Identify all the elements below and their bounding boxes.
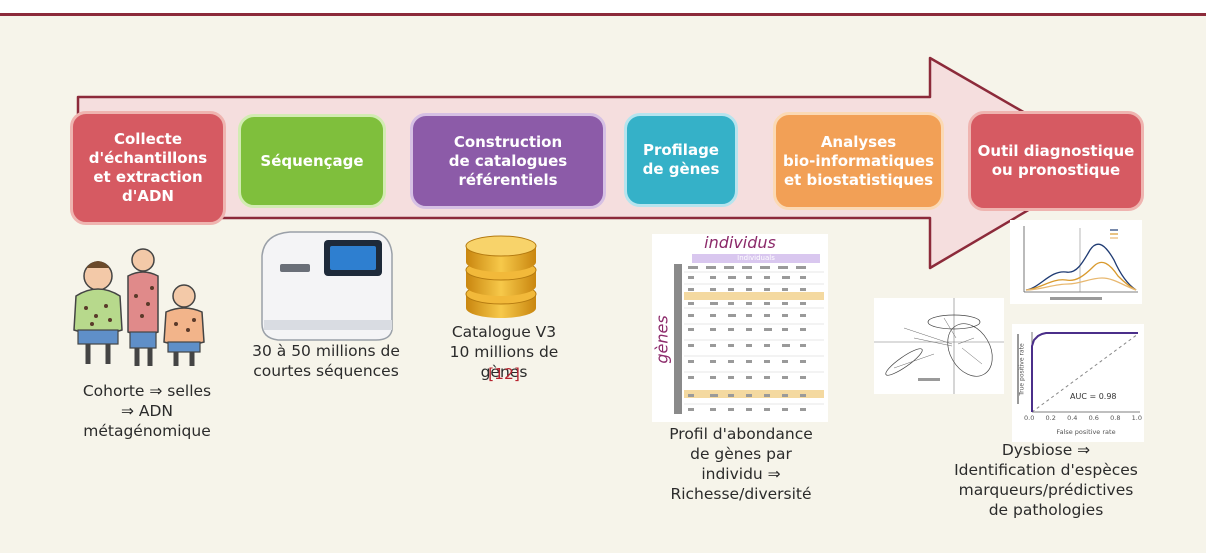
top-banner: [0, 0, 1206, 14]
roc-curve-axes: [1017, 332, 1140, 413]
roc-tick-1: 0.2: [1045, 414, 1056, 422]
roc-tick-0: 0.0: [1024, 414, 1035, 422]
roc-ylabel: True positive rate: [1018, 343, 1026, 396]
table-axis-label: gènes: [652, 315, 672, 364]
database-catalogue-icon: [465, 235, 537, 318]
roc-tick-5: 1.0: [1131, 414, 1142, 422]
step-catalogue: Construction de catalogues référentiels: [410, 113, 606, 209]
roc-tick-labels: 0.0 0.2 0.4 0.6 0.8 1.0: [1024, 414, 1142, 422]
abundance-table: individus Individuals gènes: [652, 234, 828, 422]
roc-auc-label: AUC = 0.98: [1070, 392, 1117, 401]
step-profiling-label: Profilage de gènes: [642, 141, 720, 178]
caption-sequencing: 30 à 50 millions de courtes séquences: [252, 342, 400, 380]
top-rule: [0, 13, 1206, 16]
sequencer-machine-illustration: [261, 231, 393, 341]
roc-tick-2: 0.4: [1067, 414, 1078, 422]
density-curves-plot: [1010, 220, 1142, 304]
caption-cohort: Cohorte ⇒ selles ⇒ ADN métagénomique: [82, 382, 212, 440]
step-analysis: Analyses bio-informatiques et biostatist…: [773, 112, 944, 210]
caption-dysbiosis: Dysbiose ⇒ Identification d'espèces marq…: [954, 441, 1138, 519]
table-side-band: [674, 264, 682, 414]
step-sequencing: Séquençage: [238, 114, 386, 208]
step-analysis-label: Analyses bio-informatiques et biostatist…: [782, 132, 935, 189]
table-grid: [684, 264, 824, 416]
step-collection-label: Collecte d'échantillons et extraction d'…: [88, 130, 208, 205]
table-title: individus: [704, 233, 776, 252]
roc-xlabel: False positive rate: [1056, 428, 1116, 436]
roc-tick-3: 0.6: [1088, 414, 1099, 422]
cohort-people-illustration: [73, 248, 205, 366]
ordination-plot: [874, 298, 1004, 394]
roc-tick-4: 0.8: [1110, 414, 1121, 422]
step-diagnostic: Outil diagnostique ou pronostique: [968, 111, 1144, 211]
caption-catalogue-reference: [12]: [488, 365, 520, 383]
caption-catalogue: Catalogue V3 10 millions de gènes: [449, 323, 559, 381]
roc-curve-plot: AUC = 0.98 True positive rate 0.0 0.2 0.…: [1012, 324, 1144, 442]
step-diagnostic-label: Outil diagnostique ou pronostique: [977, 142, 1135, 179]
step-profiling: Profilage de gènes: [624, 113, 738, 207]
step-catalogue-label: Construction de catalogues référentiels: [448, 132, 568, 189]
caption-profile: Profil d'abondance de gènes par individu…: [669, 425, 813, 503]
step-sequencing-label: Séquençage: [260, 151, 364, 170]
table-header-band: Individuals: [692, 254, 820, 263]
step-collection: Collecte d'échantillons et extraction d'…: [70, 111, 226, 225]
